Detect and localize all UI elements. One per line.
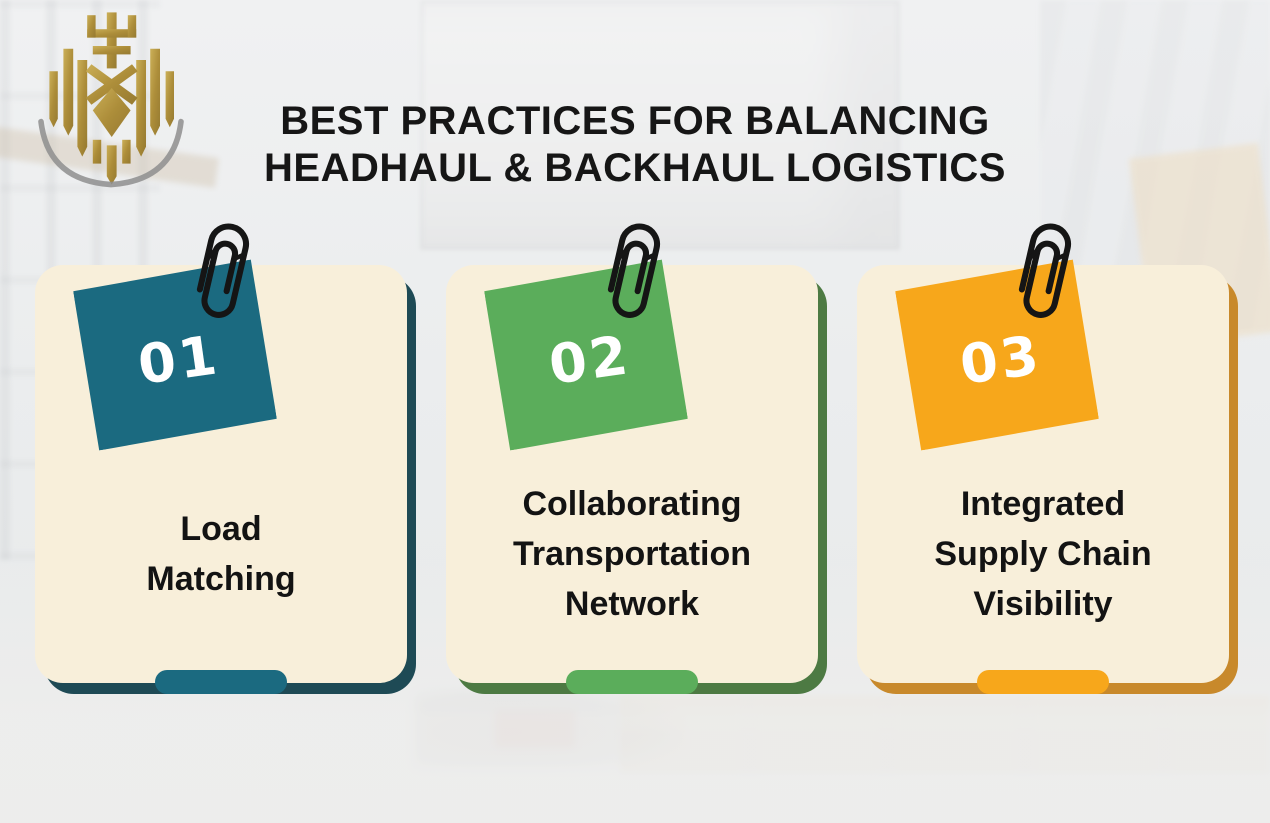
- card-title: Collaborating Transportation Network: [512, 485, 752, 623]
- paperclip-icon: [170, 209, 275, 335]
- card-bottom-tab: [155, 670, 287, 694]
- background-wooden-pallet: [620, 696, 1270, 774]
- paperclip-icon: [992, 209, 1097, 335]
- card-bottom-tab: [566, 670, 698, 694]
- paperclip-icon: [581, 209, 686, 335]
- card-face: 01 Load Matching: [35, 223, 407, 694]
- card-face: 02 Collaborating Transportation Network: [446, 223, 818, 694]
- page-title-line1: BEST PRACTICES FOR BALANCING: [280, 99, 990, 143]
- card-collaborating-transportation-network: 02 Collaborating Transportation Network: [446, 223, 827, 694]
- practice-cards-row: 01 Load Matching 02: [35, 223, 1238, 694]
- card-title: Load Matching: [146, 510, 296, 598]
- card-face: 03 Integrated Supply Chain Visibility: [857, 223, 1229, 694]
- page-title-line2: HEADHAUL & BACKHAUL LOGISTICS: [264, 146, 1006, 190]
- card-integrated-supply-chain-visibility: 03 Integrated Supply Chain Visibility: [857, 223, 1238, 694]
- background-pallet-jack-accent: [495, 712, 575, 748]
- gold-crest-logo: [26, 4, 196, 200]
- card-load-matching: 01 Load Matching: [35, 223, 416, 694]
- page-title: BEST PRACTICES FOR BALANCING HEADHAUL & …: [0, 98, 1270, 192]
- background-pallet-jack: [415, 688, 685, 768]
- logo-crest-icon: [38, 12, 184, 188]
- card-bottom-tab: [977, 670, 1109, 694]
- card-title: Integrated Supply Chain Visibility: [934, 485, 1152, 623]
